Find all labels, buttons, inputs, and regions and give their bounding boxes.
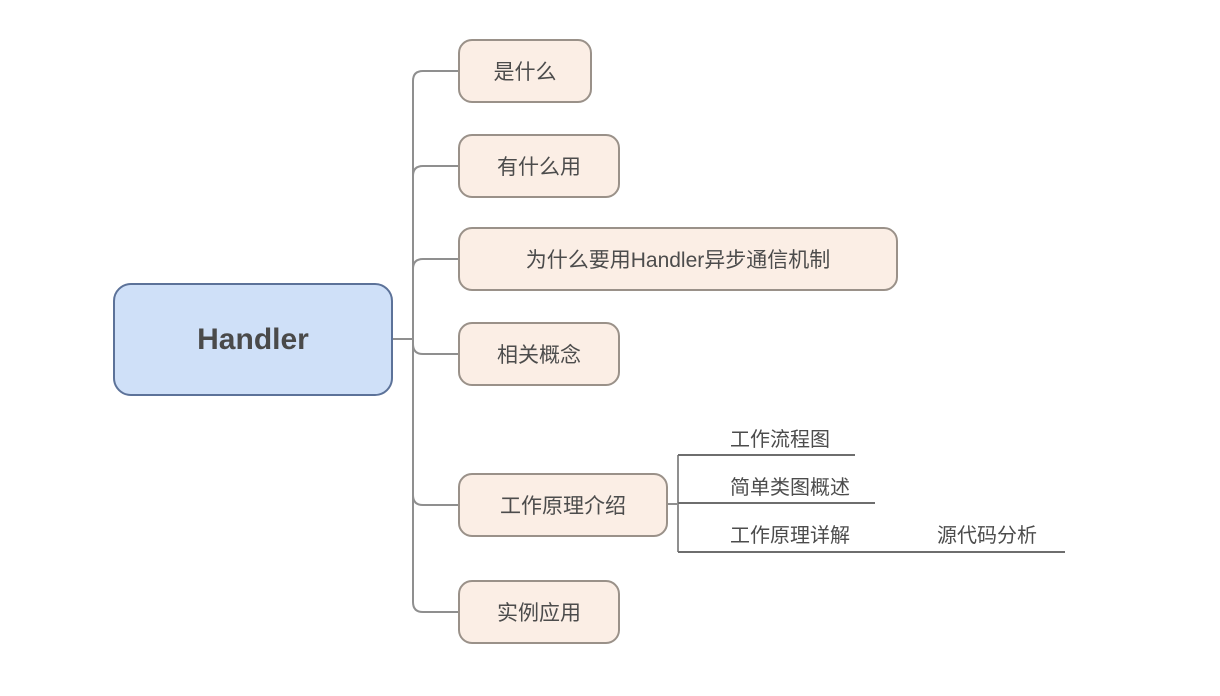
node-why-handler-async[interactable]: 为什么要用Handler异步通信机制	[458, 227, 898, 291]
node-simple-class-diagram-overview[interactable]: 简单类图概述	[730, 477, 850, 499]
node-related-concepts[interactable]: 相关概念	[458, 322, 620, 386]
node-example-application[interactable]: 实例应用	[458, 580, 620, 644]
node-work-flow-diagram[interactable]: 工作流程图	[730, 429, 830, 451]
connector-branch-what-is	[412, 70, 458, 339]
node-root-handler[interactable]: Handler	[113, 283, 393, 396]
node-what-is[interactable]: 是什么	[458, 39, 592, 103]
connector-branch-related-concepts	[412, 339, 458, 355]
connector-branch-example-application	[412, 339, 458, 613]
connector-branch-working-principle	[412, 339, 458, 506]
connector-branch-what-use	[412, 165, 458, 339]
connector-branch-why-handler	[412, 258, 458, 339]
node-source-code-analysis[interactable]: 源代码分析	[937, 525, 1037, 547]
node-working-principle-detail[interactable]: 工作原理详解	[730, 525, 850, 547]
node-what-use[interactable]: 有什么用	[458, 134, 620, 198]
node-working-principle-intro[interactable]: 工作原理介绍	[458, 473, 668, 537]
